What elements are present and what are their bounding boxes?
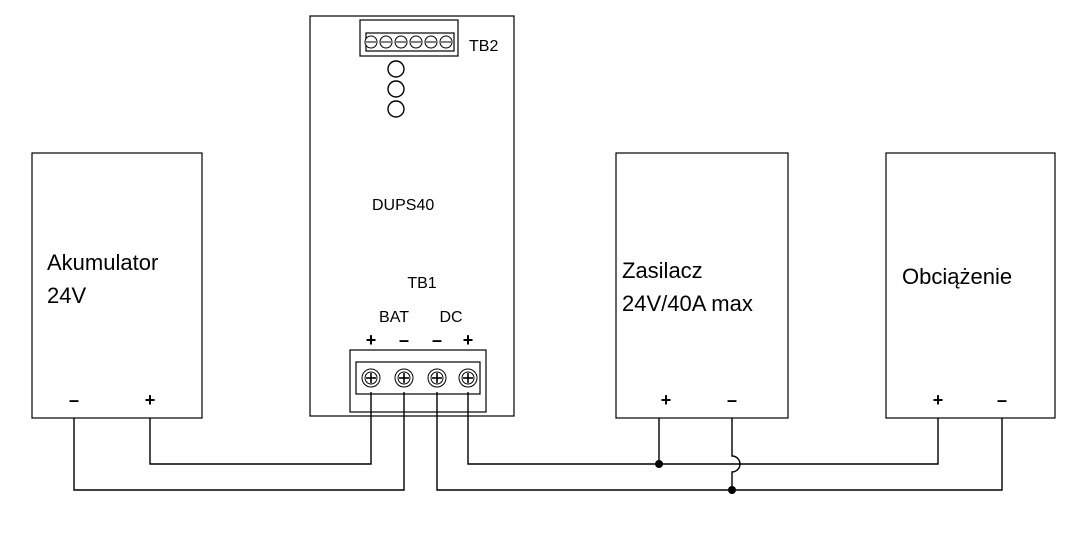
wire-battery-minus [73,392,405,491]
tb1-pin2-sign: – [399,330,409,350]
ups-name: DUPS40 [372,197,434,214]
psu-rating: 24V/40A max [622,291,753,316]
battery-minus-label: – [69,390,79,410]
psu-minus-label: – [727,390,737,410]
tb1-terminal-block [349,349,487,413]
wire-dc-plus [467,392,939,465]
battery-box [31,152,203,419]
ups-block: TB2 DUPS40 TB1 BAT DC + – – + [309,15,515,417]
load-plus-label: + [933,390,944,410]
battery-voltage: 24V [47,283,86,308]
tb1-screw-4 [458,368,478,388]
load-box [885,152,1056,419]
wire-battery-plus [149,392,372,465]
tb1-screw-2 [394,368,414,388]
tb1-label: TB1 [407,275,436,292]
tb2-screws [364,35,453,49]
junction-minus [728,486,736,494]
wire-dc-minus [436,392,1003,491]
tb1-pin4-sign: + [463,330,474,350]
ups-box [309,15,515,417]
psu-block: Zasilacz 24V/40A max + – [615,152,789,419]
led-3 [387,100,405,118]
tb1-pin1-sign: + [366,330,377,350]
junction-plus [655,460,663,468]
battery-title: Akumulator [47,250,158,275]
tb1-pin3-sign: – [432,330,442,350]
led-2 [387,80,405,98]
bat-label: BAT [379,309,409,326]
battery-block: Akumulator 24V – + [31,152,203,419]
wiring [73,392,1003,494]
dc-label: DC [439,309,462,326]
status-leds [387,60,405,118]
psu-title: Zasilacz [622,258,703,283]
load-minus-label: – [997,390,1007,410]
psu-plus-label: + [661,390,672,410]
load-title: Obciążenie [902,264,1012,289]
load-block: Obciążenie + – [885,152,1056,419]
tb2-terminal-strip [359,19,459,57]
tb2-label: TB2 [469,38,498,55]
battery-plus-label: + [145,390,156,410]
psu-box [615,152,789,419]
wire-psu-minus-crossover [731,418,741,490]
tb1-screw-3 [427,368,447,388]
led-1 [387,60,405,78]
tb1-screw-1 [361,368,381,388]
